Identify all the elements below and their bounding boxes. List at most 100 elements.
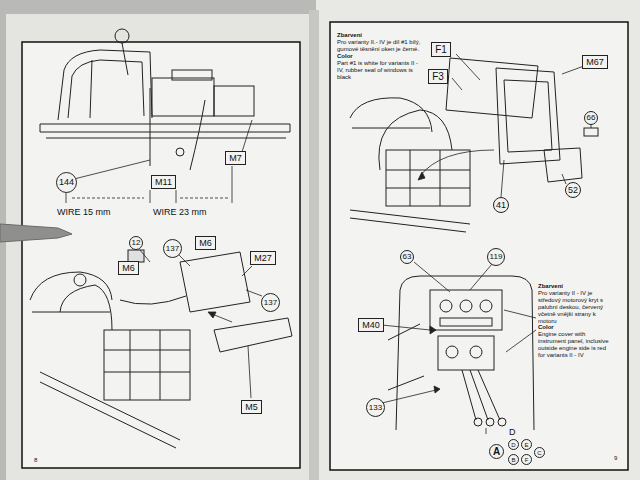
part-number: M27 <box>254 254 272 263</box>
tractor-side-view <box>122 43 128 75</box>
tractor-cab-assembly <box>386 150 470 206</box>
dimension-label: WIRE 23 mm <box>152 207 208 217</box>
callout-number: 63 <box>400 250 414 264</box>
wire-dimension <box>180 198 228 199</box>
tractor-side-view <box>90 60 92 118</box>
tractor-cab-assembly <box>350 58 598 232</box>
tractor-cab-assembly <box>386 188 470 189</box>
leader-line <box>420 150 494 176</box>
leader-line <box>452 78 462 90</box>
wire-dimension <box>150 190 151 203</box>
part-number: 41 <box>496 201 506 210</box>
dashboard-view <box>430 290 502 330</box>
tractor-cab-assembly <box>386 170 470 171</box>
color-note: Color <box>337 53 421 60</box>
tractor-rear-view <box>74 274 86 286</box>
tractor-rear-view <box>104 330 190 400</box>
leader-line <box>178 254 190 266</box>
leader-line <box>248 346 251 398</box>
tractor-side-view <box>115 29 129 43</box>
leader-line <box>434 386 440 393</box>
callout-number: F <box>521 454 532 465</box>
part-box: F1 <box>431 42 451 57</box>
dashboard-view <box>474 418 482 426</box>
wire-dimension <box>74 160 150 179</box>
dashboard-view <box>396 276 534 430</box>
tractor-side-view <box>40 124 290 132</box>
part-box: M27 <box>250 251 276 265</box>
part-number: M40 <box>362 321 380 330</box>
tractor-cab-assembly <box>350 98 432 132</box>
tractor-side-view <box>176 148 184 156</box>
tractor-side-view <box>68 60 144 118</box>
dashboard-view <box>486 418 494 426</box>
leader-line <box>414 262 450 292</box>
dashboard-view <box>470 346 482 358</box>
part-box: M6 <box>118 261 139 275</box>
leader-line <box>140 250 150 262</box>
dashboard-view <box>480 300 492 312</box>
part-number: M11 <box>155 178 172 187</box>
color-note: Engine cover with instrument panel, incl… <box>538 331 614 359</box>
tractor-side-view <box>190 100 205 170</box>
callout-number: 12 <box>129 236 143 250</box>
callout-number: 144 <box>56 172 77 193</box>
tractor-rear-view <box>30 250 292 448</box>
page-frame <box>22 22 628 470</box>
dashboard-view <box>498 418 506 426</box>
part-number: 133 <box>369 404 382 412</box>
dimension-label: 9 <box>614 455 617 462</box>
leader-line <box>418 172 425 180</box>
leader-line <box>382 325 430 330</box>
booklet-paper <box>6 14 312 480</box>
tractor-cab-assembly <box>352 128 430 129</box>
part-number: M67 <box>586 58 604 67</box>
dashboard-view <box>440 300 452 312</box>
color-note: Part #1 is white for variants II - IV, r… <box>337 60 421 81</box>
callout-number: A <box>489 444 504 459</box>
part-box: M40 <box>358 318 384 332</box>
leader-line <box>382 262 536 434</box>
part-number: 63 <box>403 253 412 261</box>
dashboard-view <box>446 346 458 358</box>
leader-line <box>486 428 487 434</box>
tractor-rear-view <box>120 296 186 304</box>
part-number: E <box>524 442 528 448</box>
tractor-rear-view <box>30 272 112 300</box>
tractor-side-view <box>58 50 152 120</box>
page-frame <box>22 42 300 468</box>
scissors-tip <box>0 224 72 242</box>
callout-number: C <box>534 447 545 458</box>
tractor-cab-assembly <box>350 218 466 232</box>
leader-line <box>212 314 232 322</box>
leader-line <box>382 390 436 403</box>
tractor-cab-assembly <box>504 80 552 152</box>
leader-line <box>506 330 536 352</box>
tractor-cab-assembly <box>584 128 598 136</box>
tractor-rear-view <box>180 252 250 312</box>
part-number: M5 <box>245 403 258 412</box>
part-number: 144 <box>59 178 74 187</box>
tractor-cab-assembly <box>446 58 538 118</box>
leader-line <box>418 54 591 197</box>
tractor-side-view <box>46 138 286 139</box>
callout-number: 119 <box>487 248 505 266</box>
callout-number: 133 <box>366 398 385 417</box>
dashboard-view <box>462 370 476 420</box>
part-box: M7 <box>225 151 246 165</box>
booklet-paper <box>316 0 640 480</box>
color-note: Pro varianty II.- IV je díl #1 bílý, gum… <box>337 39 421 53</box>
tractor-cab-assembly <box>440 150 441 206</box>
booklet-paper <box>309 10 319 480</box>
tractor-rear-view <box>104 372 190 373</box>
tractor-side-view <box>40 29 290 170</box>
tractor-rear-view <box>60 285 112 330</box>
part-number: M6 <box>122 264 135 273</box>
part-number: F1 <box>435 45 447 55</box>
leader-line <box>140 250 262 398</box>
leader-line <box>430 326 436 334</box>
leader-line <box>208 312 216 318</box>
part-box: M6 <box>195 236 216 250</box>
tractor-rear-view <box>32 312 110 313</box>
